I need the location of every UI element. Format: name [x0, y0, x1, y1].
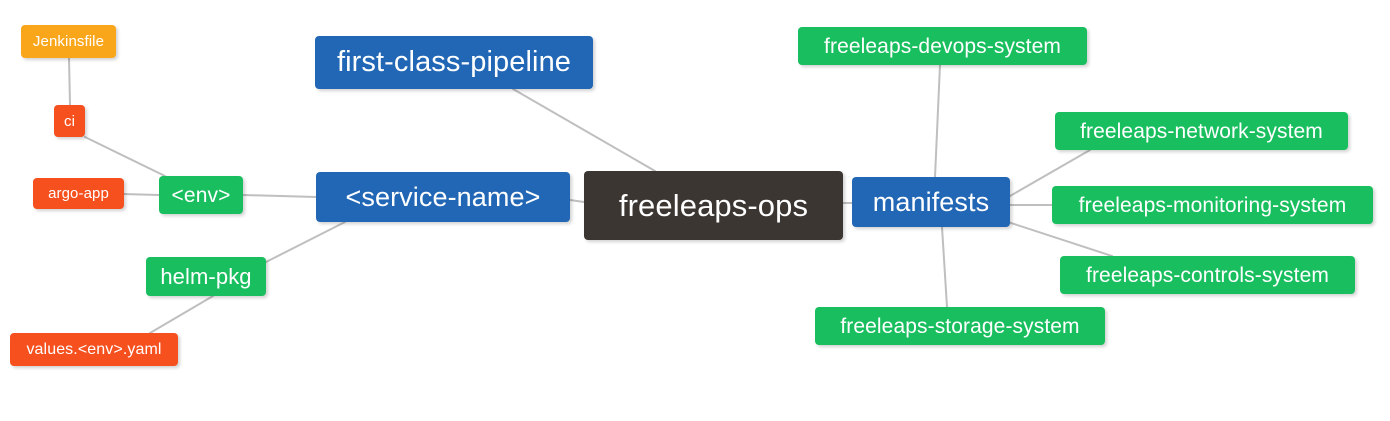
mindmap-node-helm-pkg[interactable]: helm-pkg: [146, 257, 266, 296]
mindmap-node-label: freeleaps-ops: [618, 188, 809, 223]
mindmap-node-jenkinsfile[interactable]: Jenkinsfile: [21, 25, 116, 58]
mindmap-node-label: ci: [63, 112, 76, 130]
mindmap-node-label: helm-pkg: [160, 263, 252, 289]
edge-manifests-to-freeleaps-storage-system: [941, 226, 948, 308]
mindmap-node-freeleaps-network-system[interactable]: freeleaps-network-system: [1055, 112, 1348, 150]
mindmap-node-label: Jenkinsfile: [32, 33, 105, 50]
edge-ci-to-env: [84, 136, 166, 177]
edge-first-class-pipeline-to-freeleaps-ops: [512, 88, 656, 172]
mindmap-node-label: freeleaps-devops-system: [824, 34, 1061, 58]
mindmap-node-first-class-pipeline[interactable]: first-class-pipeline: [315, 36, 593, 89]
mindmap-node-values-yaml[interactable]: values.<env>.yaml: [10, 333, 178, 366]
mindmap-node-label: values.<env>.yaml: [26, 340, 162, 358]
mindmap-node-freeleaps-devops-system[interactable]: freeleaps-devops-system: [798, 27, 1087, 65]
mindmap-node-label: first-class-pipeline: [336, 46, 572, 78]
mindmap-node-freeleaps-ops[interactable]: freeleaps-ops: [584, 171, 843, 240]
edge-manifests-to-freeleaps-devops-system: [934, 64, 941, 178]
edge-service-name-to-freeleaps-ops: [569, 199, 585, 203]
mindmap-node-label: manifests: [872, 186, 990, 217]
edge-env-to-service-name: [242, 194, 317, 198]
mindmap-node-label: freeleaps-network-system: [1080, 119, 1323, 143]
mindmap-node-label: freeleaps-monitoring-system: [1078, 193, 1347, 217]
mindmap-node-freeleaps-monitoring-system[interactable]: freeleaps-monitoring-system: [1052, 186, 1373, 224]
mindmap-node-env[interactable]: <env>: [159, 176, 243, 214]
edge-manifests-to-freeleaps-controls-system: [1007, 221, 1113, 257]
mindmap-node-label: argo-app: [48, 185, 109, 202]
mindmap-node-freeleaps-controls-system[interactable]: freeleaps-controls-system: [1060, 256, 1355, 294]
mindmap-node-ci[interactable]: ci: [54, 105, 85, 137]
edge-jenkinsfile-to-ci: [68, 57, 71, 106]
mindmap-node-manifests[interactable]: manifests: [852, 177, 1010, 227]
mindmap-node-label: <service-name>: [345, 181, 541, 212]
mindmap-node-argo-app[interactable]: argo-app: [33, 178, 124, 209]
mindmap-node-label: freeleaps-storage-system: [840, 314, 1080, 338]
edge-argo-app-to-env: [123, 193, 160, 196]
mindmap-node-label: <env>: [171, 183, 231, 207]
mindmap-node-freeleaps-storage-system[interactable]: freeleaps-storage-system: [815, 307, 1105, 345]
mindmap-node-service-name[interactable]: <service-name>: [316, 172, 570, 222]
edge-helm-pkg-to-service-name: [265, 221, 346, 263]
edge-values-yaml-to-helm-pkg: [149, 295, 214, 334]
mindmap-node-label: freeleaps-controls-system: [1086, 263, 1329, 287]
